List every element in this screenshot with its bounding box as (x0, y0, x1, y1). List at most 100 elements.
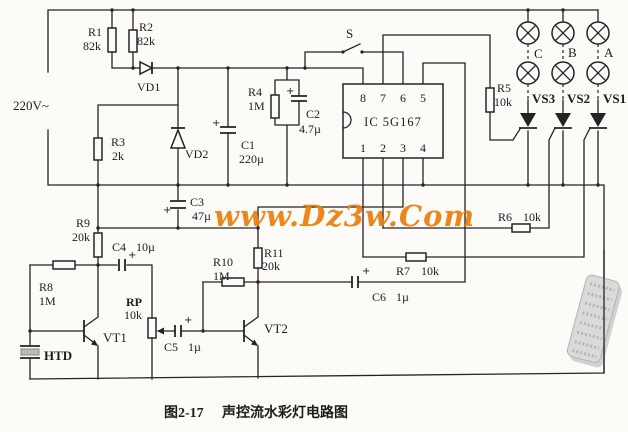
resistor-r2-symbol (128, 29, 138, 53)
website-watermark: www.Dz3w.Com (214, 199, 475, 233)
capacitor-c2-symbol (291, 95, 307, 102)
switch-s-symbol (341, 50, 364, 54)
ic-pin5: 5 (420, 91, 426, 105)
rp-ref: RP (126, 295, 142, 309)
capacitor-c1-symbol (220, 126, 236, 134)
r6-value: 10k (523, 210, 541, 224)
r2-value: 82k (137, 34, 155, 48)
diode-vd2-symbol (169, 127, 187, 149)
r5-value: 10k (494, 95, 512, 109)
thyristor-vs1-symbol (589, 113, 607, 129)
r10-ref: R10 (213, 255, 233, 269)
c5-ref: C5 (164, 340, 178, 354)
r4-ref: R4 (248, 85, 262, 99)
vd1-label: VD1 (137, 80, 160, 94)
lamp-a-label: A (604, 45, 614, 60)
resistor-r5-symbol (485, 87, 495, 113)
thyristor-vs3-symbol (519, 113, 537, 129)
r2-ref: R2 (139, 20, 153, 34)
r5-ref: R5 (497, 81, 511, 95)
power-source-label: 220V~ (13, 98, 49, 113)
c3-value: 47µ (192, 209, 211, 223)
r10-value: 1M (213, 269, 230, 283)
lamp-group-b-symbol (551, 21, 575, 85)
amplifier-section-wires (29, 184, 353, 380)
resistor-r6-symbol (511, 223, 531, 233)
resistor-r1-symbol (107, 27, 117, 53)
vt2-label: VT2 (264, 321, 288, 336)
c1-value: 220µ (239, 152, 264, 166)
rectifier-section-wires (97, 9, 404, 229)
lamp-column-wires (527, 9, 599, 186)
capacitor-c6-symbol (351, 276, 359, 288)
ic-pin3: 3 (400, 141, 406, 155)
figure-title: 声控流水彩灯电路图 (221, 404, 348, 421)
r3-value: 2k (112, 149, 124, 163)
lamp-group-a-symbol (586, 21, 610, 85)
lamp-b-label: B (568, 45, 577, 60)
transistor-vt2-symbol (243, 320, 258, 346)
ic-pin2: 2 (380, 141, 386, 155)
stamp-watermark (566, 274, 623, 368)
lamp-group-c-symbol (516, 21, 540, 85)
r8-ref: R8 (39, 280, 53, 294)
junction-dots (28, 8, 600, 333)
rp-value: 10k (124, 308, 142, 322)
vt1-label: VT1 (103, 330, 127, 345)
resistor-r8-symbol (52, 260, 76, 270)
diode-vd1-symbol (139, 60, 154, 76)
c4-value: 10µ (136, 240, 155, 254)
resistor-r7-symbol (405, 252, 427, 262)
potentiometer-rp-symbol (147, 317, 164, 339)
power-rails (29, 9, 605, 380)
c6-polarity: + (362, 266, 370, 277)
capacitor-c5-symbol (174, 325, 182, 337)
c5-value: 1µ (188, 340, 201, 354)
r1-value: 82k (83, 39, 101, 53)
c1-polarity: + (212, 118, 220, 129)
r11-value: 20k (262, 259, 280, 273)
ic-label: IC 5G167 (364, 115, 422, 129)
switch-label: S (346, 26, 353, 41)
resistor-r3-symbol (93, 137, 103, 161)
c3-polarity: + (163, 205, 171, 216)
vs1-label: VS1 (603, 91, 626, 106)
ic-branch-wires (257, 34, 591, 283)
ic-pin8: 8 (360, 91, 366, 105)
ic-pin6: 6 (400, 91, 406, 105)
resistor-r11-symbol (253, 247, 263, 269)
r7-ref: R7 (396, 264, 410, 278)
microphone-htd-symbol (20, 345, 40, 359)
c4-ref: C4 (112, 240, 126, 254)
c1-ref: C1 (241, 138, 255, 152)
vs3-label: VS3 (532, 91, 556, 106)
r3-ref: R3 (111, 135, 125, 149)
thyristor-vs2-symbol (554, 113, 572, 129)
resistor-r4-symbol (270, 94, 280, 119)
c2-ref: C2 (306, 107, 320, 121)
r11-ref: R11 (264, 246, 284, 260)
resistor-r9-symbol (93, 232, 103, 258)
r9-ref: R9 (76, 216, 90, 230)
c3-ref: C3 (190, 195, 204, 209)
r9-value: 20k (72, 230, 90, 244)
vd2-label: VD2 (185, 147, 208, 161)
c6-value: 1µ (396, 290, 409, 304)
lamp-c-label: C (534, 46, 543, 61)
c2-value: 4.7µ (299, 122, 321, 136)
ic-5g167-symbol (342, 83, 444, 159)
capacitor-c4-symbol (118, 259, 126, 271)
r4-value: 1M (248, 99, 265, 113)
r7-value: 10k (421, 264, 439, 278)
ic-pin4: 4 (420, 141, 426, 155)
c4-polarity: + (128, 250, 136, 261)
ic-pin1: 1 (360, 141, 366, 155)
htd-label: HTD (44, 348, 72, 363)
r6-ref: R6 (498, 210, 512, 224)
transistor-vt1-symbol (83, 320, 98, 346)
vs2-label: VS2 (567, 91, 590, 106)
ic-pin7: 7 (380, 91, 386, 105)
figure-number: 图2-17 (164, 405, 204, 421)
